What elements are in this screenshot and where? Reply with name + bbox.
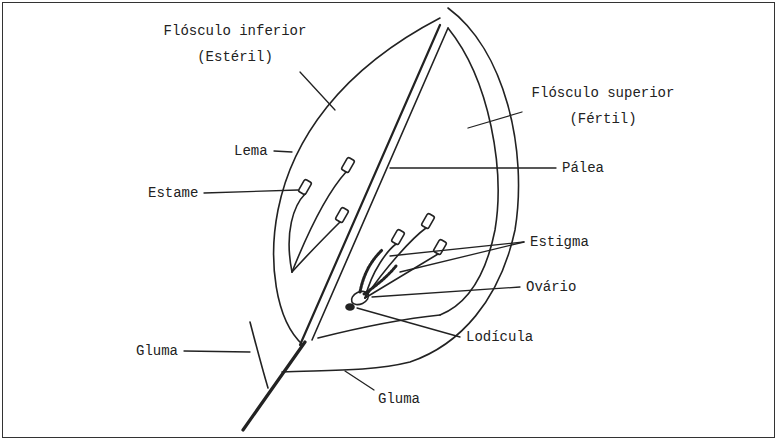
palea-line <box>300 25 440 345</box>
region-label: Flósculo inferior (Estéril) <box>160 18 310 70</box>
stem <box>243 342 305 430</box>
leader-line <box>357 308 460 337</box>
glume-left <box>250 322 268 388</box>
leader-line <box>204 190 298 193</box>
leader-line <box>184 351 250 352</box>
stigma <box>364 266 396 294</box>
part-label: Estame <box>148 185 198 201</box>
anther <box>433 239 447 255</box>
leader-line <box>372 287 520 297</box>
filament <box>365 254 438 298</box>
anther <box>335 207 349 223</box>
part-label: Gluma <box>136 343 178 359</box>
part-label: Lodícula <box>466 329 533 345</box>
stigma <box>360 250 382 292</box>
leader-line <box>345 371 374 390</box>
glume-outer <box>282 8 519 372</box>
filament <box>292 172 346 272</box>
part-label: Pálea <box>562 160 604 176</box>
anther <box>341 157 355 173</box>
anther <box>298 179 312 195</box>
upper-floret-outline <box>440 28 498 315</box>
leader-line <box>274 151 292 152</box>
anther <box>421 213 435 229</box>
lemma-outline <box>274 18 440 345</box>
leader-line <box>300 72 335 110</box>
lodicule <box>346 304 354 310</box>
leader-line <box>400 242 524 272</box>
region-label: Flósculo superior (Fértil) <box>528 80 678 132</box>
part-label: Estigma <box>530 234 589 250</box>
part-label: Ovário <box>526 279 576 295</box>
filament <box>292 222 340 272</box>
leader-line <box>468 112 522 128</box>
leader-line <box>390 167 556 168</box>
leader-line <box>390 242 524 256</box>
figure-frame <box>2 2 775 438</box>
part-label: Lema <box>234 143 268 159</box>
filament <box>365 228 426 298</box>
anther <box>391 229 405 245</box>
part-label: Gluma <box>378 391 420 407</box>
